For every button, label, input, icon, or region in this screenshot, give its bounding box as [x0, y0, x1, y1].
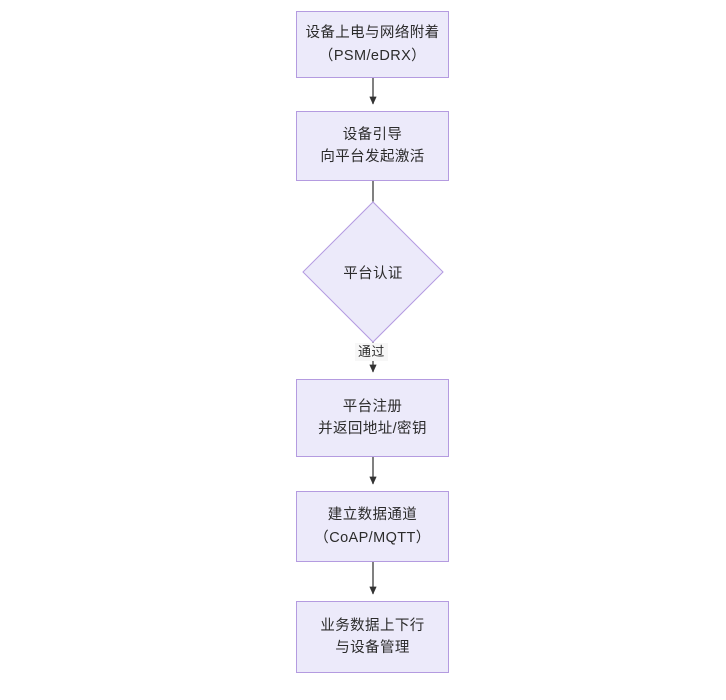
node-platform-auth-decision[interactable]: 平台认证 — [302, 201, 444, 343]
node-line: （CoAP/MQTT） — [314, 529, 431, 546]
node-line: 设备上电与网络附着 — [305, 25, 440, 42]
node-line: 业务数据上下行 — [320, 617, 425, 634]
node-establish-data-channel[interactable]: 建立数据通道 （CoAP/MQTT） — [296, 491, 449, 562]
node-line: 建立数据通道 — [327, 507, 418, 524]
node-line: 向平台发起激活 — [320, 149, 425, 165]
node-line: 并返回地址/密钥 — [318, 421, 427, 437]
node-platform-register[interactable]: 平台注册 并返回地址/密钥 — [296, 379, 449, 457]
node-business-data-uplink-downlink[interactable]: 业务数据上下行 与设备管理 — [296, 601, 449, 673]
node-line: （PSM/eDRX） — [318, 47, 427, 64]
node-line: 设备引导 — [342, 126, 403, 143]
node-line: 平台注册 — [342, 398, 403, 415]
node-device-power-on[interactable]: 设备上电与网络附着 （PSM/eDRX） — [296, 11, 449, 78]
node-device-bootstrap[interactable]: 设备引导 向平台发起激活 — [296, 111, 449, 181]
node-line: 平台认证 — [343, 265, 403, 282]
node-line: 与设备管理 — [335, 640, 410, 656]
edge-label-pass: 通过 — [355, 343, 388, 361]
